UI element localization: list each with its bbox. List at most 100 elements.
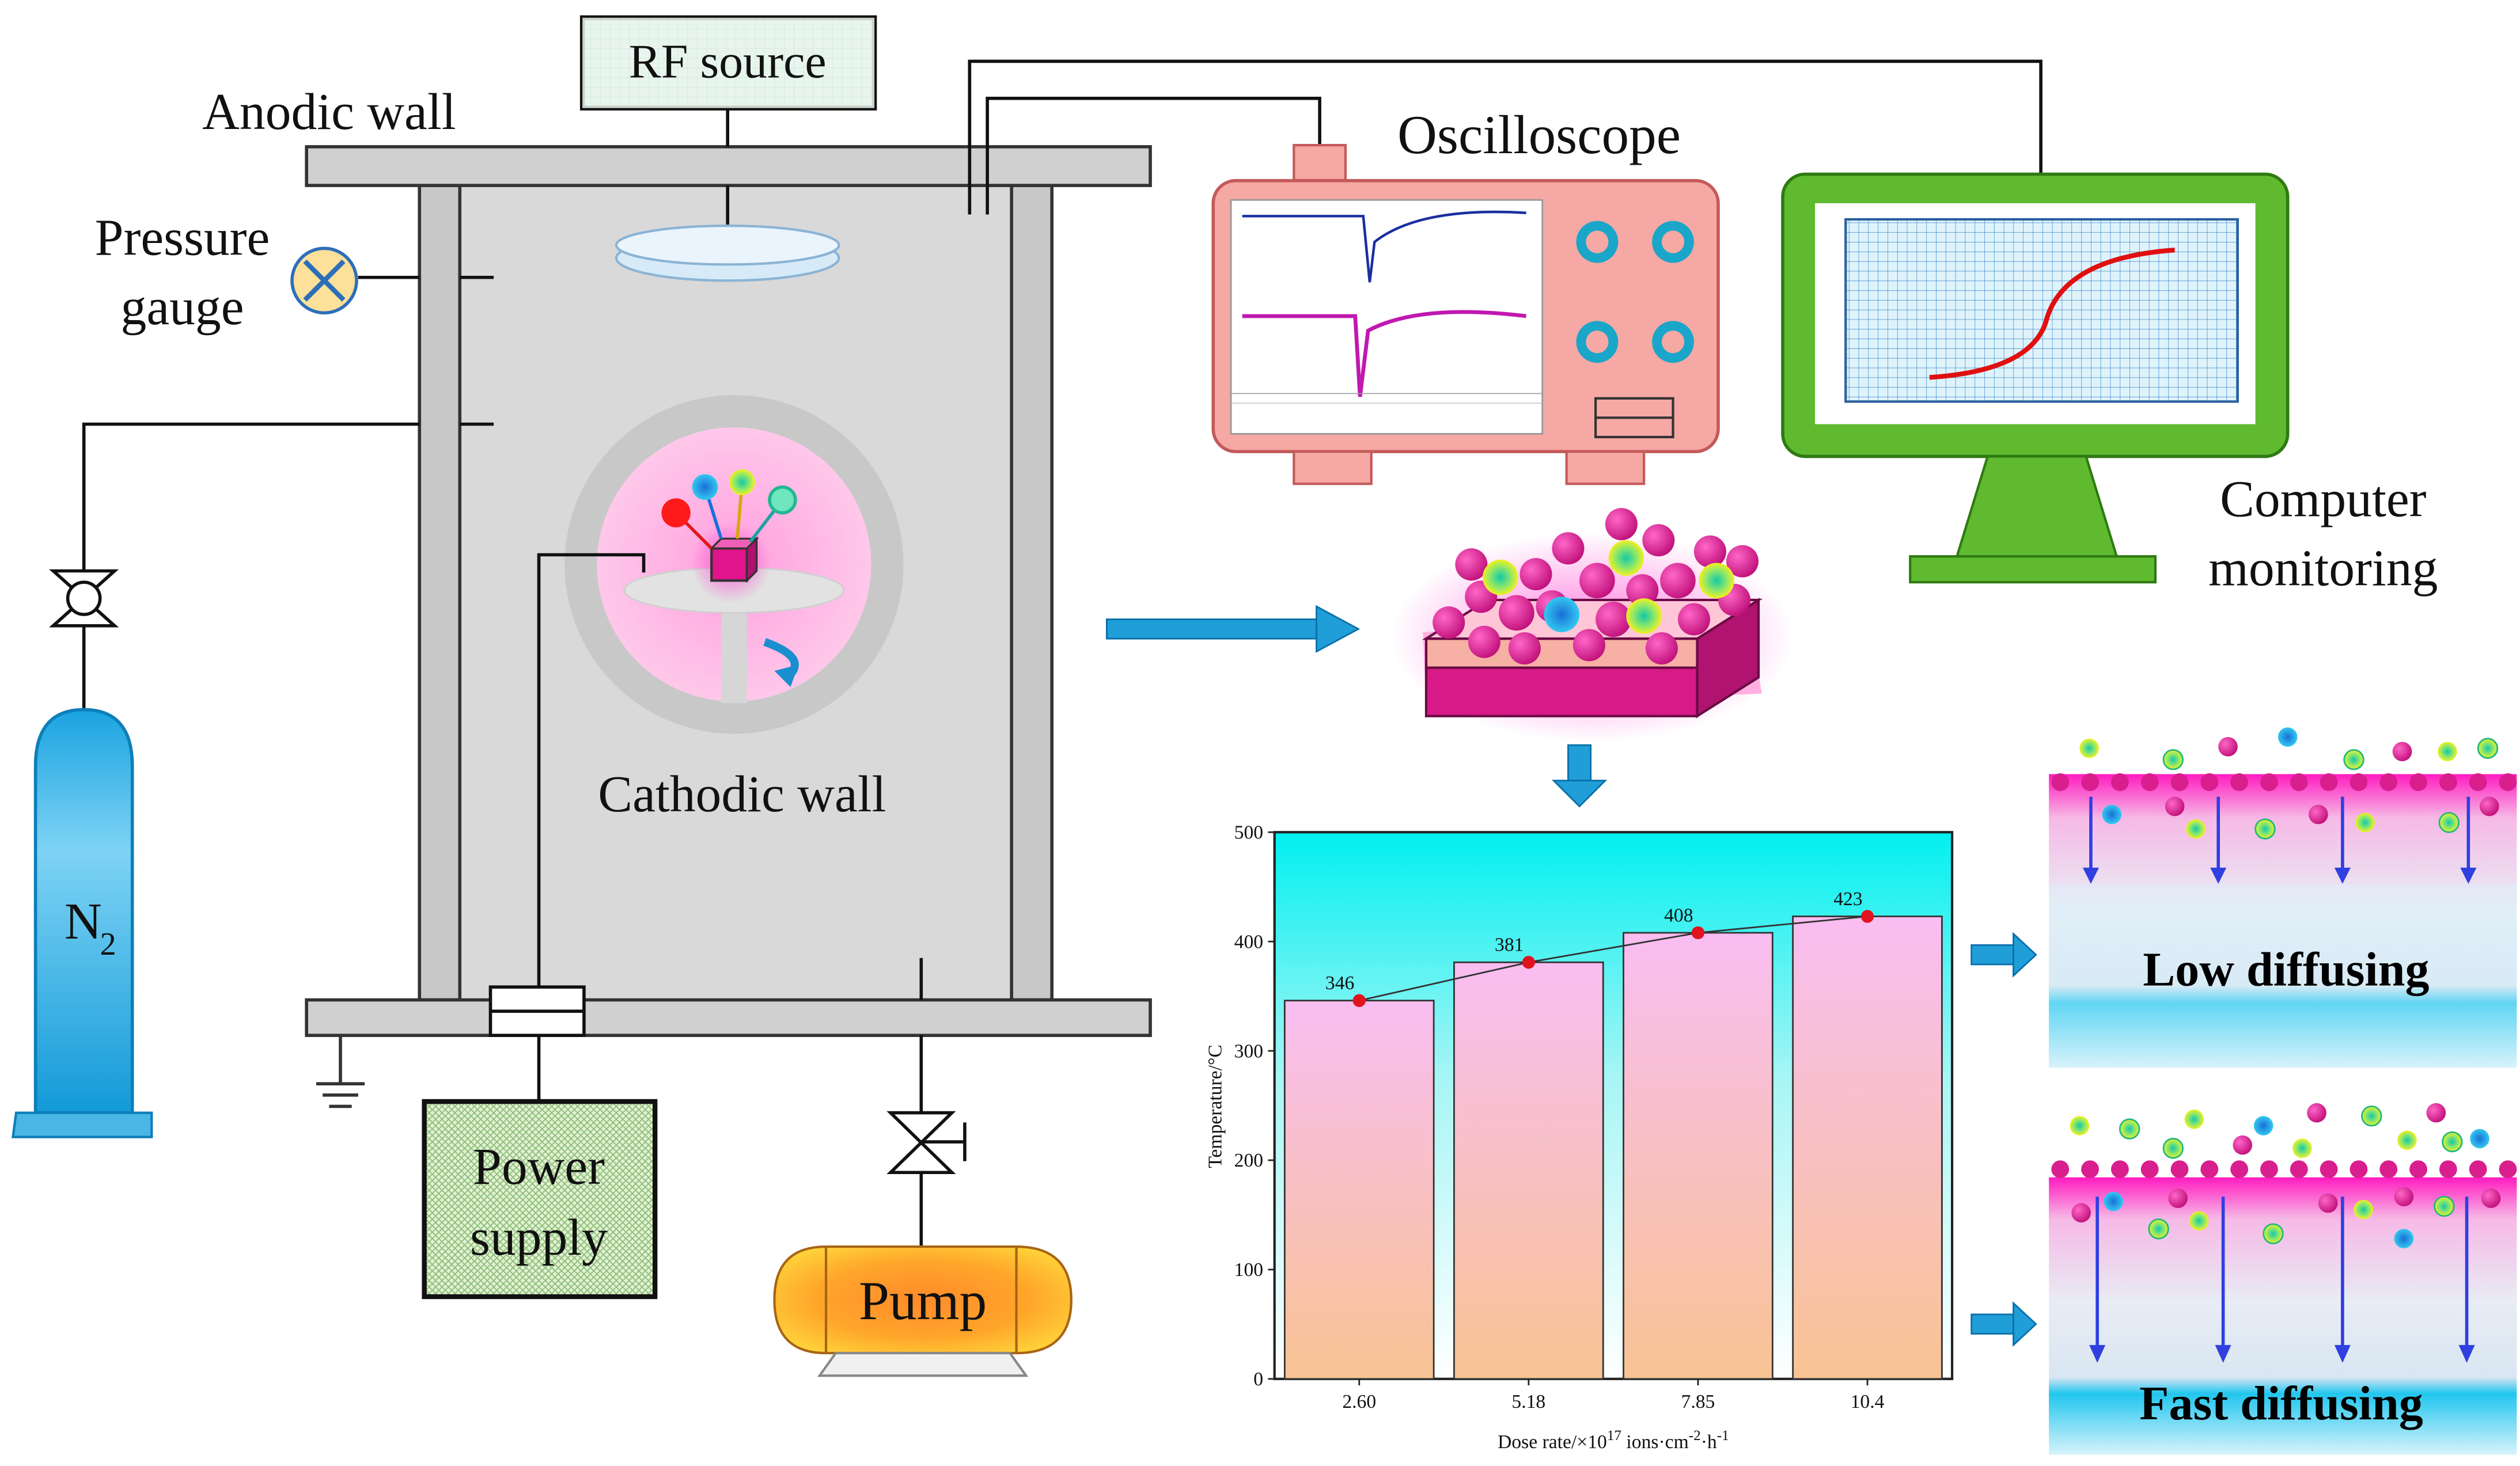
n2-cylinder: N 2	[12, 422, 420, 1138]
nitrided-sample-slab	[1390, 508, 1794, 742]
anodic-wall-label: Anodic wall	[202, 83, 456, 140]
surface-atom	[2081, 773, 2099, 791]
surface-atom	[2230, 1160, 2249, 1179]
surface-atom	[2140, 1160, 2159, 1179]
ion-blue	[692, 474, 718, 500]
chart-x-tick-label-3: 7.85	[1681, 1391, 1715, 1412]
ion-particle	[2392, 742, 2412, 762]
surface-atom	[2140, 773, 2159, 791]
surface-atom	[2409, 1160, 2427, 1179]
surface-atom	[2469, 1160, 2487, 1179]
chart-bar-1	[1283, 1000, 1435, 1380]
chart-x-tick-label-1: 2.60	[1342, 1391, 1376, 1412]
ion-particle	[2361, 1106, 2382, 1127]
oscilloscope-label: Oscilloscope	[1397, 104, 1681, 165]
surface-atom	[2081, 1160, 2099, 1179]
monitor-curve	[1929, 247, 2175, 380]
top-flange	[305, 145, 1152, 187]
vacuum-chamber	[305, 145, 1152, 1037]
chart-bar-3	[1623, 932, 1774, 1380]
n2-subscript: 2	[100, 926, 116, 962]
surface-atom	[2051, 1160, 2070, 1179]
chart-bar-4	[1792, 916, 1943, 1380]
computer-label-1: Computer	[2220, 470, 2427, 527]
ion-particle	[2309, 804, 2328, 825]
chart-x-axis-label: Dose rate/×1017 ions·cm-2·h-1	[1498, 1428, 1729, 1453]
pump-label: Pump	[859, 1270, 987, 1331]
pump-valve-icon	[886, 1111, 967, 1175]
surface-atom	[2260, 1160, 2278, 1179]
chart-y-tick-label-0: 0	[1253, 1369, 1263, 1390]
chart-bar-2	[1453, 961, 1604, 1380]
surface-atom	[2379, 1160, 2398, 1179]
oscilloscope: Oscilloscope	[986, 97, 1720, 485]
ion-particle	[2263, 1223, 2284, 1244]
ion-particle	[2119, 1118, 2140, 1140]
monitor-screen	[1844, 218, 2239, 403]
scope-trace-blue	[1242, 210, 1526, 283]
rf-source: RF source	[579, 15, 877, 282]
fast-diffusing-label: Fast diffusing	[2139, 1377, 2423, 1430]
rf-source-label: RF source	[629, 35, 827, 88]
surface-atom	[2469, 773, 2487, 791]
ion-particle	[2394, 1229, 2414, 1248]
surface-atom	[2230, 773, 2249, 791]
ion-particle	[2477, 738, 2499, 759]
fast-panel-bg	[2049, 1177, 2517, 1455]
ion-particle	[2394, 1187, 2414, 1207]
ion-particle	[2168, 1188, 2188, 1208]
cathodic-wall-label: Cathodic wall	[598, 766, 886, 823]
ion-particle	[2162, 749, 2184, 770]
vacuum-pump: Pump	[773, 1035, 1073, 1377]
low-diffusing-panel: Low diffusing	[2049, 727, 2517, 1068]
ion-particle	[2442, 1131, 2463, 1153]
ion-particle	[2253, 1116, 2273, 1135]
fast-panel-surface-ions	[2051, 1103, 2517, 1248]
cylinder-body	[33, 708, 134, 1115]
computer-label-2: monitoring	[2208, 540, 2438, 597]
surface-atom	[2439, 773, 2457, 791]
pressure-gauge: Pressure gauge	[95, 210, 420, 336]
process-arrow-right-icon	[1106, 605, 1361, 653]
ion-particle	[2426, 1103, 2446, 1123]
chamber-right-wall	[1010, 184, 1054, 1002]
chart-y-tick-label-4: 400	[1234, 931, 1263, 952]
ion-particle	[2104, 1191, 2123, 1211]
ion-particle	[2165, 796, 2185, 816]
surface-particles	[1433, 508, 1759, 664]
ion-particle	[2481, 1188, 2501, 1208]
ion-particle	[2218, 737, 2238, 757]
ion-particle	[2397, 1130, 2417, 1150]
surface-atom	[2110, 773, 2129, 791]
ion-particle	[2307, 1103, 2326, 1123]
ground-icon	[316, 1035, 365, 1108]
fast-diffusion-arrows	[2089, 1197, 2475, 1363]
chart-y-tick-label-1: 100	[1234, 1259, 1263, 1281]
power-supply: Power supply	[422, 553, 658, 1300]
power-supply-box	[422, 1099, 658, 1300]
chart-x-tick-label-2: 5.18	[1511, 1391, 1545, 1412]
surface-atom	[2200, 1160, 2219, 1179]
bottom-flange	[305, 998, 1152, 1037]
low-diffusing-label: Low diffusing	[2143, 943, 2429, 996]
chart-data-label-2: 381	[1495, 935, 1524, 956]
ion-particle	[2070, 1116, 2090, 1135]
low-diffusion-arrows	[2082, 796, 2477, 884]
chart-x-tick-label-4: 10.4	[1851, 1391, 1885, 1412]
surface-atom	[2290, 1160, 2308, 1179]
surface-atom	[2320, 1160, 2338, 1179]
low-panel-surface-ions	[2051, 727, 2517, 840]
surface-atom	[2200, 773, 2219, 791]
surface-atom	[2290, 773, 2308, 791]
sample-stage	[564, 395, 904, 734]
ion-particle	[2470, 1129, 2489, 1149]
ion-particle	[2318, 1193, 2338, 1213]
ion-particle	[2438, 742, 2457, 762]
surface-atom	[2260, 773, 2278, 791]
surface-atom	[2350, 773, 2368, 791]
chart-y-axis-label: Temperature/°C	[1204, 1045, 1226, 1168]
surface-atom	[2350, 1160, 2368, 1179]
